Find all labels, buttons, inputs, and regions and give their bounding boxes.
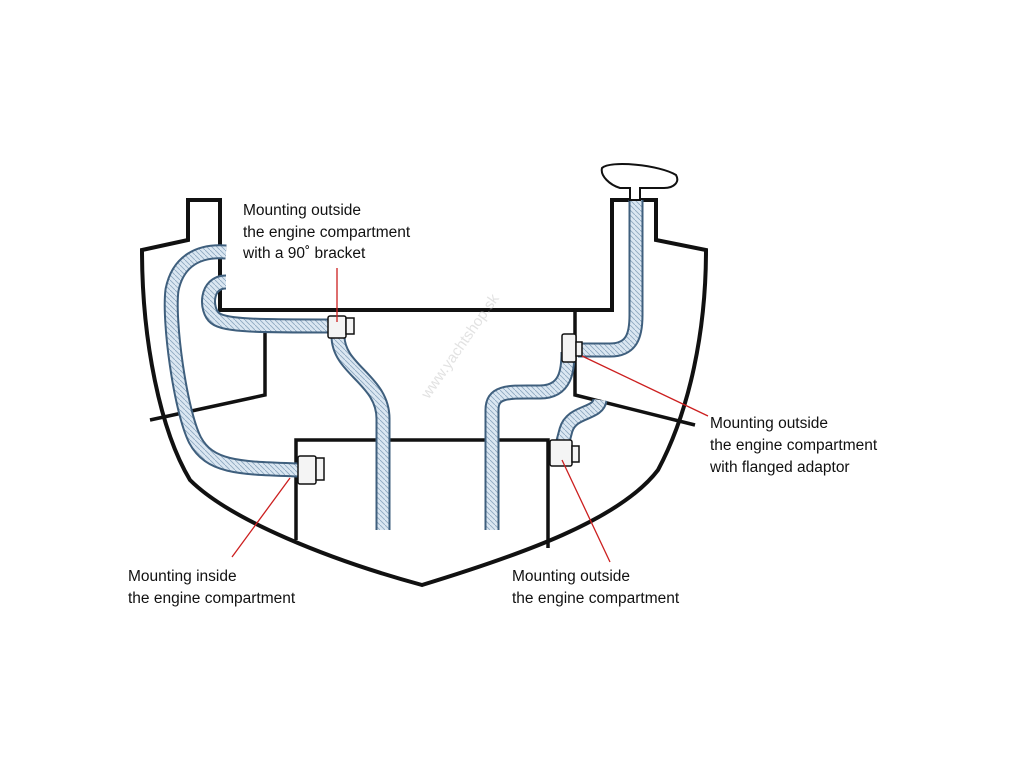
hull-outline [139,198,709,588]
mounts [297,315,583,485]
label-90-bracket: Mounting outside the engine compartment … [243,200,410,265]
leader-outside [561,459,611,563]
label-90-line-2: the engine compartment [243,223,411,241]
label-flanged-line-2: the engine compartment [710,437,878,454]
hoses [163,200,644,530]
label-90-line-1: Mounting outside [243,202,362,219]
hose-inside [163,244,299,478]
leader-inside [231,477,291,558]
fan-90-bracket-mount [327,315,355,339]
fan-outside-mount [549,439,580,467]
label-outside-line-2: the engine compartment [512,589,680,607]
hose-right-vent [578,200,644,358]
hose-90-bracket [201,274,331,334]
label-inside-line-1: Mounting inside [128,568,237,585]
label-flanged-adaptor: Mounting outside the engine compartment … [710,413,877,479]
label-mounting-outside: Mounting outside the engine compartment [512,566,679,609]
label-outside-line-1: Mounting outside [512,568,631,585]
leader-flanged [581,355,709,417]
hose-flanged [554,397,608,447]
fan-inside-mount [297,455,325,485]
hose-center-left [330,335,391,530]
hose-center-right [484,351,576,530]
label-inside-line-2: the engine compartment [128,589,296,607]
label-mounting-inside: Mounting inside the engine compartment [128,566,295,609]
leader-lines [231,268,709,563]
fan-upper-right-mount [561,333,583,363]
label-90-line-3: with a 90˚ bracket [243,245,366,262]
label-flanged-line-1: Mounting outside [710,415,829,432]
cowl-vent [600,163,679,201]
label-flanged-line-3: with flanged adaptor [710,459,850,476]
